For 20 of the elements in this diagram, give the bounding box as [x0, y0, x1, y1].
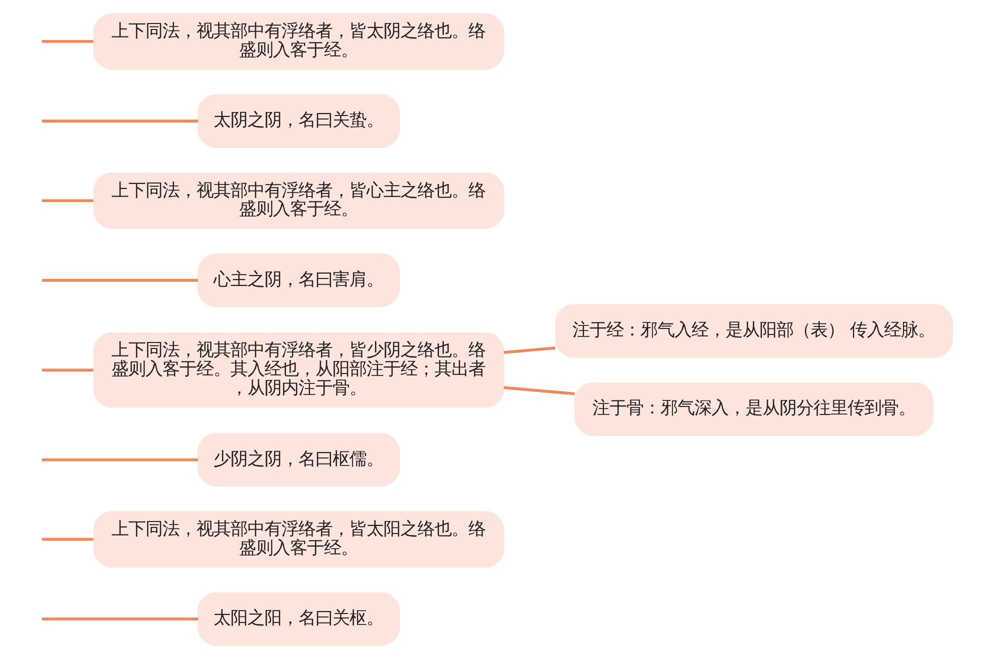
node-box: 上下同法，视其部中有浮络者，皆太阳之络也。络盛则入客于经。: [93, 511, 504, 568]
connector: [42, 368, 94, 372]
node-box: 上下同法，视其部中有浮络者，皆少阴之络也。络盛则入客于经。其入经也，从阳部注于经；其出者，从阴内注于骨。: [93, 332, 504, 408]
connector: [504, 386, 575, 396]
connector: [42, 199, 94, 202]
node-box: 上下同法，视其部中有浮络者，皆心主之络也。络盛则入客于经。: [93, 172, 504, 229]
connector: [42, 618, 198, 620]
node-box: 注于经：邪气入经，是从阳部（表） 传入经脉。: [554, 304, 953, 358]
node-box: 注于骨：邪气深入，是从阴分往里传到骨。: [574, 382, 934, 436]
node-box: 太阴之阴，名曰关蛰。: [197, 94, 400, 148]
connector: [42, 458, 198, 462]
node-box: 心主之阴，名曰害肩。: [197, 254, 400, 308]
connector: [504, 346, 556, 354]
connector: [42, 278, 198, 282]
node-box: 太阳之阳，名曰关枢。: [197, 592, 400, 646]
connector: [42, 538, 94, 541]
connector: [42, 40, 94, 43]
node-box: 少阴之阴，名曰枢儒。: [197, 432, 400, 487]
node-box: 上下同法，视其部中有浮络者，皆太阴之络也。络盛则入客于经。: [93, 13, 504, 70]
connector: [42, 120, 198, 123]
